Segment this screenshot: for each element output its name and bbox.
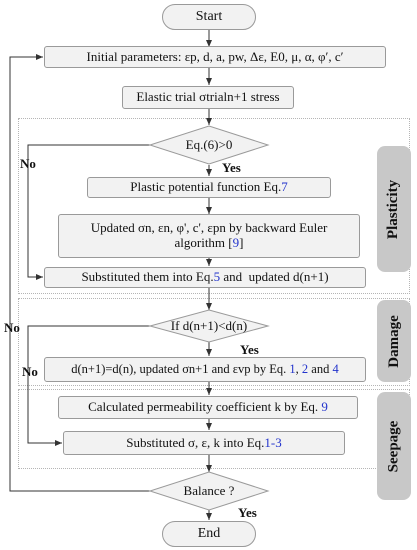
- start-terminal: Start: [162, 4, 256, 30]
- damage-update-text: d(n+1)=d(n), updated σn+1 and εvp by Eq.: [71, 362, 290, 377]
- damage-update-sep1: ,: [295, 362, 302, 377]
- updated-stress-line1: Updated σn, εn, φ', c', εpn by backward …: [90, 220, 328, 236]
- seepage-tab: Seepage: [377, 392, 411, 500]
- updated-stress-line2-end: ]: [239, 235, 244, 250]
- initial-parameters-box: Initial parameters: εp, d, a, pw, Δε, E0…: [44, 46, 386, 68]
- no-label-damage-1: No: [4, 320, 20, 335]
- decision-balance-label: Balance ?: [183, 483, 235, 498]
- decision-diamond-damage: [148, 309, 270, 343]
- permeability-ref: 9: [321, 399, 328, 415]
- substituted-final-text: Substituted σ, ε, k into Eq.: [126, 434, 265, 450]
- end-terminal: End: [162, 521, 256, 547]
- decision-diamond-plastic: [148, 125, 270, 165]
- damage-update-box: d(n+1)=d(n), updated σn+1 and εvp by Eq.…: [44, 357, 366, 382]
- no-label-damage-2: No: [22, 364, 38, 379]
- decision-plastic-label: Eq.(6)>0: [185, 137, 233, 152]
- substituted-eq5-text: Substituted them into Eq.: [81, 269, 214, 285]
- damage-tab: Damage: [377, 300, 411, 382]
- damage-update-ref3: 4: [332, 362, 339, 377]
- updated-stress-line2: algorithm [9]: [174, 235, 244, 251]
- damage-update-ref2: 2: [301, 362, 309, 377]
- damage-update-sep2: and: [308, 362, 333, 377]
- initial-parameters-text: Initial parameters: εp, d, a, pw, Δε, E0…: [86, 48, 344, 64]
- updated-stress-line2-text: algorithm [: [174, 235, 233, 250]
- yes-label-balance: Yes: [238, 505, 257, 520]
- elastic-trial-box: Elastic trial σtrialn+1 stress: [122, 86, 294, 109]
- decision-damage-label: If d(n+1)<d(n): [170, 318, 248, 333]
- updated-stress-box: Updated σn, εn, φ', c', εpn by backward …: [58, 214, 360, 258]
- damage-update-ref1: 1: [289, 362, 296, 377]
- plastic-potential-text: Plastic potential function Eq.: [130, 179, 282, 195]
- permeability-text: Calculated permeability coefficient k by…: [88, 399, 322, 415]
- substituted-eq5-box: Substituted them into Eq.5 and updated d…: [44, 267, 366, 288]
- damage-tab-label: Damage: [385, 314, 402, 368]
- substituted-eq5-tail: and updated d(n+1): [220, 269, 329, 285]
- substituted-final-ref: 1-3: [264, 434, 282, 450]
- elastic-trial-text: Elastic trial σtrialn+1 stress: [136, 89, 280, 105]
- yes-label-damage: Yes: [240, 342, 259, 357]
- yes-label-plastic: Yes: [222, 160, 241, 175]
- substituted-final-box: Substituted σ, ε, k into Eq.1-3: [63, 431, 345, 455]
- decision-diamond-balance: [148, 471, 270, 511]
- seepage-tab-label: Seepage: [385, 420, 402, 472]
- plastic-potential-ref: 7: [281, 179, 288, 195]
- permeability-box: Calculated permeability coefficient k by…: [58, 396, 358, 419]
- substituted-eq5-ref: 5: [213, 269, 221, 285]
- plastic-potential-box: Plastic potential function Eq. 7: [87, 177, 331, 198]
- plasticity-tab: Plasticity: [377, 146, 411, 272]
- no-label-plastic: No: [20, 156, 36, 171]
- plasticity-tab-label: Plasticity: [385, 179, 402, 239]
- updated-stress-ref: 9: [232, 235, 240, 250]
